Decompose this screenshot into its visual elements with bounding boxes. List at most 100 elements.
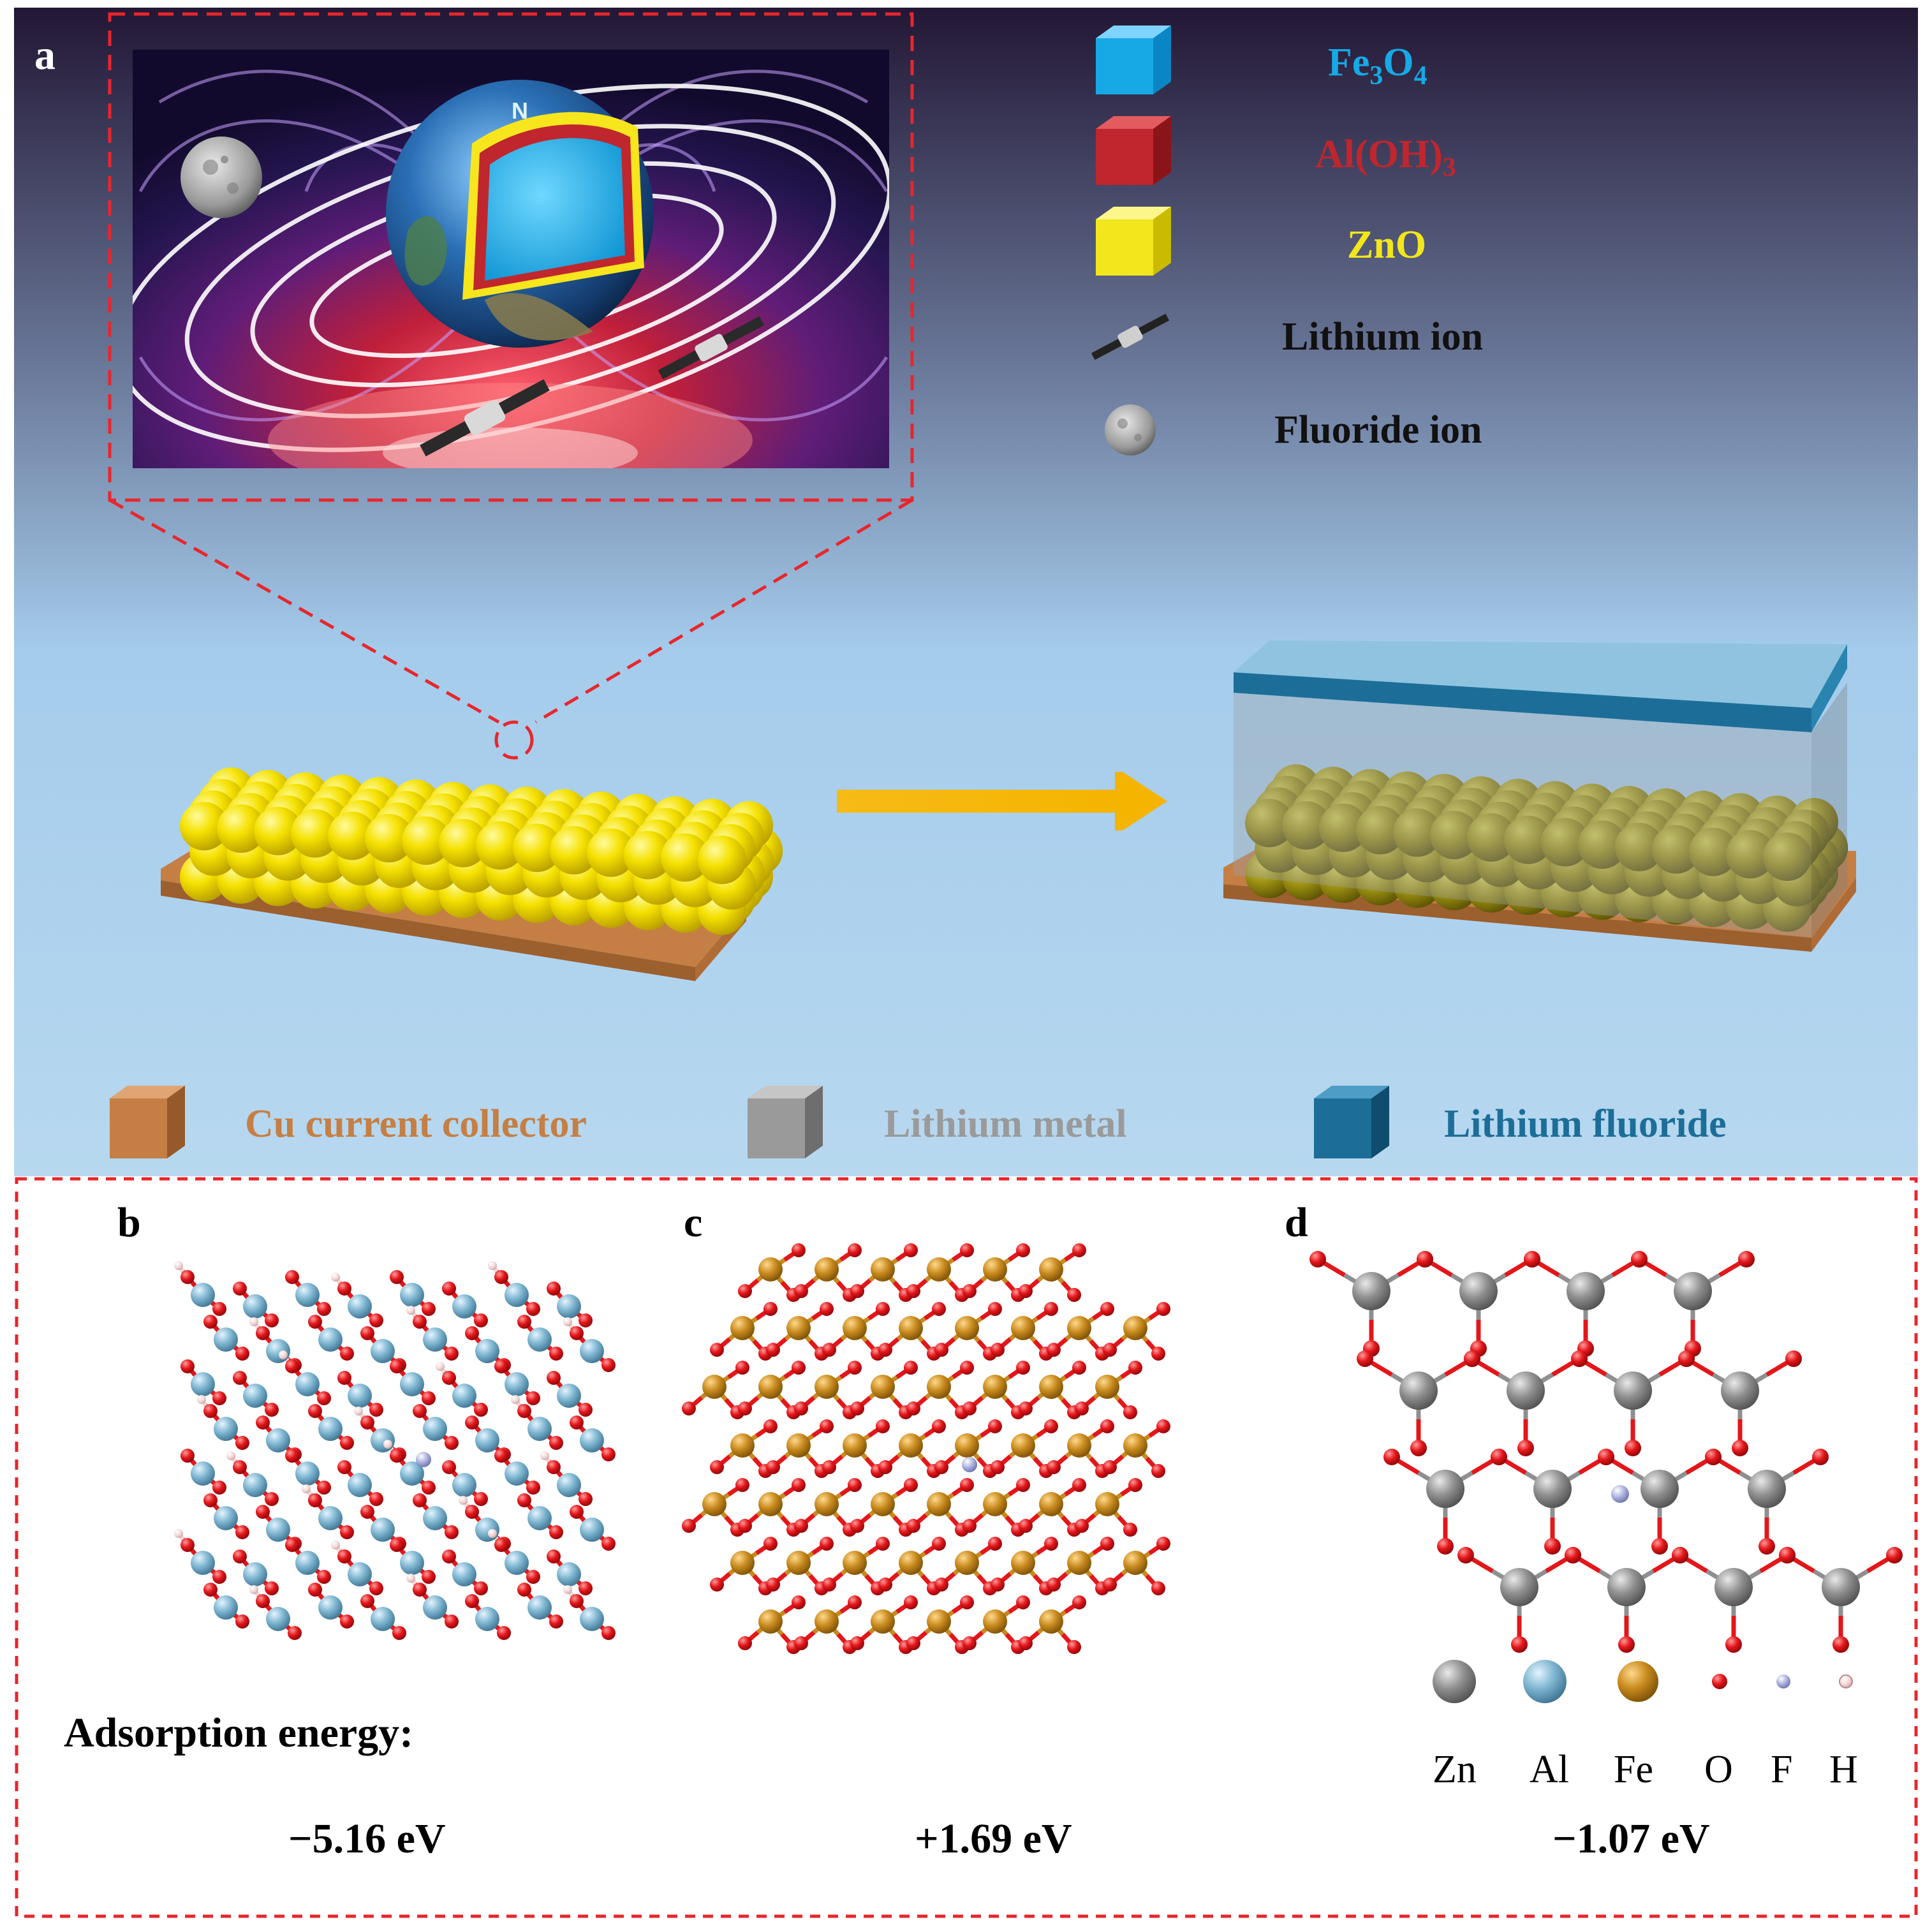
iron-atom bbox=[927, 1609, 951, 1634]
oxygen-atom bbox=[1511, 1636, 1528, 1653]
iron-atom bbox=[1011, 1551, 1035, 1575]
aluminum-atom bbox=[371, 1607, 395, 1631]
aluminum-atom bbox=[452, 1562, 476, 1586]
oxygen-atom bbox=[579, 1403, 593, 1417]
oxygen-atom bbox=[738, 1401, 752, 1415]
iron-atom bbox=[815, 1609, 839, 1634]
legend-lithium-fluoride-label: Lithium fluoride bbox=[1444, 1102, 1727, 1146]
sphere bbox=[365, 814, 413, 863]
oxygen-atom bbox=[1651, 1538, 1668, 1555]
oxygen-atom bbox=[738, 1636, 752, 1650]
element-f-label: F bbox=[1771, 1748, 1792, 1791]
oxygen-atom bbox=[904, 1243, 918, 1257]
oxygen-atom bbox=[962, 1401, 977, 1415]
aluminum-atom bbox=[557, 1562, 581, 1586]
element-al-label: Al bbox=[1530, 1748, 1569, 1791]
fluorine-atom bbox=[1611, 1485, 1629, 1503]
oxygen-atom bbox=[960, 1243, 974, 1257]
process-arrow bbox=[837, 772, 1167, 831]
oxygen-atom bbox=[285, 1270, 299, 1284]
hydrogen-atom bbox=[488, 1529, 497, 1538]
oxygen-atom bbox=[390, 1270, 404, 1284]
oxygen-atom bbox=[308, 1315, 322, 1329]
iron-atom bbox=[730, 1551, 755, 1575]
oxygen-atom bbox=[465, 1415, 479, 1430]
iron-atom bbox=[899, 1551, 923, 1575]
zinc-atom bbox=[1714, 1568, 1753, 1606]
iron-atom bbox=[983, 1492, 1007, 1516]
oxygen-atom bbox=[1044, 1302, 1058, 1316]
oxygen-atom bbox=[792, 1478, 806, 1492]
oxygen-atom bbox=[878, 1343, 892, 1357]
iron-atom bbox=[1039, 1492, 1063, 1516]
energy-fe3o4: +1.69 eV bbox=[915, 1815, 1072, 1862]
sphere bbox=[402, 816, 450, 865]
oxygen-atom bbox=[445, 1436, 459, 1450]
aluminum-atom bbox=[475, 1607, 499, 1631]
oxygen-atom bbox=[1100, 1419, 1114, 1433]
zinc-atom bbox=[1748, 1470, 1786, 1508]
iron-atom bbox=[871, 1492, 895, 1516]
oxygen-atom bbox=[465, 1505, 479, 1519]
oxygen-atom bbox=[601, 1447, 616, 1461]
aluminum-atom bbox=[400, 1461, 424, 1486]
oxygen-atom bbox=[445, 1525, 459, 1539]
oxygen-atom bbox=[1100, 1302, 1114, 1316]
iron-atom bbox=[1067, 1551, 1091, 1575]
oxygen-atom bbox=[876, 1537, 890, 1551]
iron-atom bbox=[1039, 1375, 1063, 1399]
oxygen-atom bbox=[820, 1419, 834, 1433]
aluminum-atom bbox=[400, 1372, 424, 1396]
zinc-atom bbox=[1674, 1272, 1712, 1310]
oxygen-atom bbox=[235, 1347, 249, 1361]
oxygen-atom bbox=[1047, 1460, 1061, 1474]
oxygen-atom bbox=[876, 1302, 890, 1316]
oxygen-atom bbox=[547, 1549, 561, 1563]
oxygen-atom bbox=[233, 1371, 247, 1385]
aluminum-atom bbox=[295, 1461, 320, 1486]
oxygen-atom bbox=[360, 1415, 374, 1430]
f-atom-swatch bbox=[1776, 1674, 1790, 1689]
element-zn-label: Zn bbox=[1433, 1748, 1477, 1791]
oxygen-atom bbox=[181, 1449, 195, 1463]
element-fe-label: Fe bbox=[1614, 1748, 1653, 1791]
oxygen-atom bbox=[212, 1302, 226, 1316]
oxygen-atom bbox=[932, 1419, 946, 1433]
oxygen-atom bbox=[991, 1343, 1005, 1357]
sphere bbox=[1541, 818, 1589, 867]
oxygen-atom bbox=[340, 1436, 354, 1450]
oxygen-atom bbox=[547, 1282, 561, 1296]
oxygen-atom bbox=[340, 1525, 354, 1539]
oxygen-atom bbox=[682, 1519, 696, 1533]
oxygen-atom bbox=[181, 1538, 195, 1552]
panel-label-c: c bbox=[684, 1199, 702, 1246]
o-atom-swatch bbox=[1712, 1674, 1727, 1689]
sphere bbox=[513, 824, 561, 873]
iron-atom bbox=[955, 1551, 979, 1575]
magnetosphere-illustration: N bbox=[133, 50, 889, 468]
oxygen-atom bbox=[766, 1343, 780, 1357]
aluminum-atom bbox=[214, 1327, 238, 1352]
oxygen-atom bbox=[1123, 1405, 1137, 1419]
aluminum-atom bbox=[318, 1595, 343, 1620]
oxygen-atom bbox=[256, 1505, 270, 1519]
oxygen-atom bbox=[265, 1492, 279, 1506]
oxygen-atom bbox=[526, 1570, 540, 1584]
aluminum-atom bbox=[295, 1551, 320, 1575]
oxygen-atom bbox=[1047, 1578, 1061, 1592]
oxygen-atom bbox=[212, 1481, 226, 1495]
iron-atom bbox=[1123, 1316, 1147, 1340]
oxygen-atom bbox=[1016, 1243, 1030, 1257]
cube-icon bbox=[1096, 116, 1171, 185]
cube-icon bbox=[748, 1086, 823, 1158]
oxygen-atom bbox=[549, 1347, 563, 1361]
oxygen-atom bbox=[1072, 1361, 1086, 1375]
hydrogen-atom bbox=[226, 1451, 235, 1460]
aluminum-atom bbox=[191, 1372, 215, 1396]
oxygen-atom bbox=[422, 1391, 436, 1405]
iron-atom bbox=[927, 1257, 951, 1282]
aluminum-atom bbox=[475, 1428, 499, 1452]
oxygen-atom bbox=[445, 1347, 459, 1361]
sphere bbox=[1393, 808, 1442, 857]
oxygen-atom bbox=[235, 1436, 249, 1450]
